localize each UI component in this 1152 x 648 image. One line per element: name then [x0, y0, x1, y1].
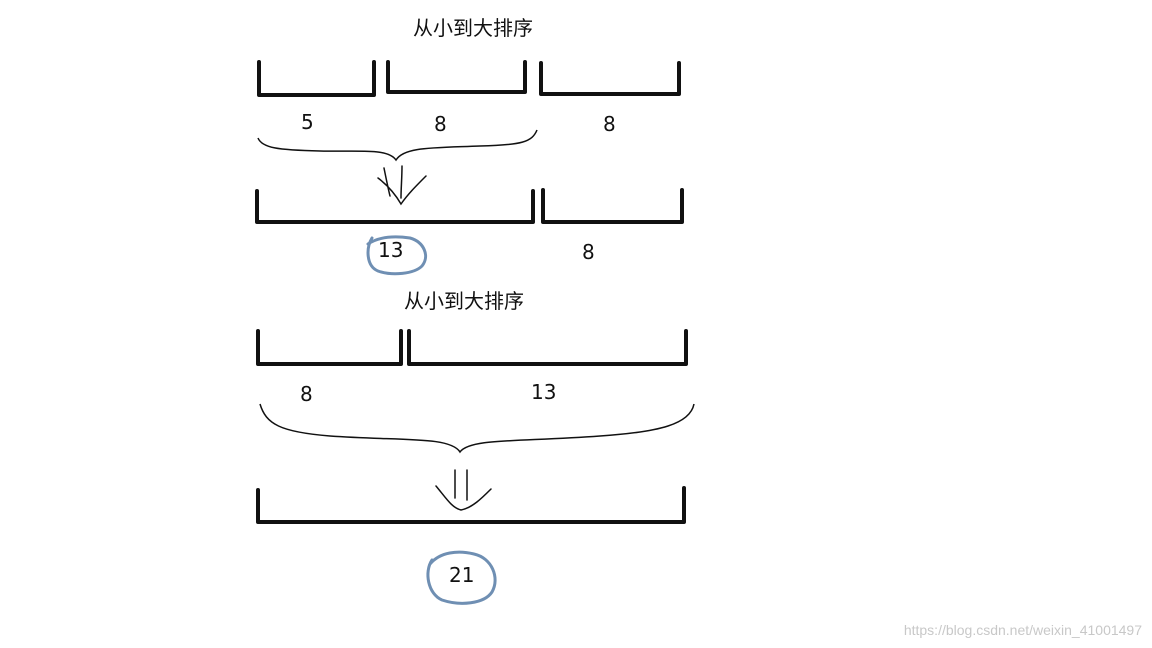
circle-21: [426, 550, 497, 605]
step1-remaining-segment: [541, 188, 684, 224]
step2-segment-13: [407, 329, 688, 366]
step1-merged-segment: [255, 189, 535, 224]
step1-label-8b: 8: [603, 112, 616, 136]
step1-label-5: 5: [301, 110, 314, 134]
step2-down-arrow: [435, 469, 492, 511]
step2-brace: [259, 403, 695, 454]
step1-segment-5: [257, 60, 376, 97]
step2-merged-label: 21: [449, 563, 475, 587]
step2-label-13: 13: [531, 380, 557, 404]
step1-segment-8a: [386, 60, 527, 94]
step1-down-arrow: [377, 165, 427, 206]
circle-13: [366, 235, 427, 276]
step2-label-8: 8: [300, 382, 313, 406]
step1-merged-label: 13: [378, 238, 404, 262]
watermark: https://blog.csdn.net/weixin_41001497: [903, 622, 1142, 638]
step2-title: 从小到大排序: [404, 289, 524, 313]
step2-merged-segment: [256, 486, 686, 524]
step1-brace: [257, 129, 538, 162]
step2-segment-8: [256, 329, 403, 366]
step1-label-8a: 8: [434, 112, 447, 136]
step1-remaining-label: 8: [582, 240, 595, 264]
step1-segment-8b: [539, 61, 681, 96]
step1-title: 从小到大排序: [413, 16, 533, 40]
